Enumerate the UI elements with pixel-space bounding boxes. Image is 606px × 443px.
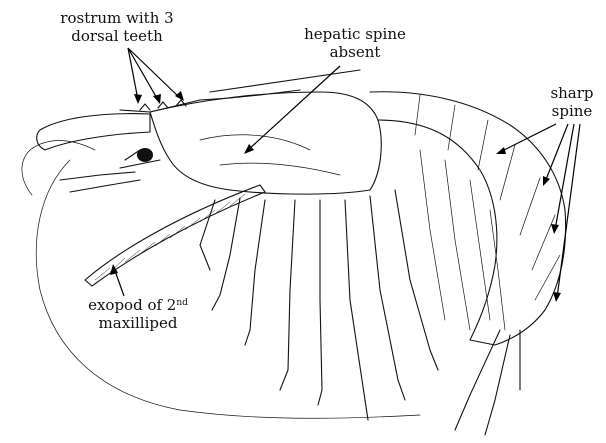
rostrum-label-line2: dorsal teeth bbox=[52, 27, 182, 45]
carapace bbox=[150, 92, 381, 194]
rostrum-label-line1: rostrum with 3 bbox=[52, 9, 182, 27]
sharp-spine-label: sharp spine bbox=[538, 84, 606, 120]
antenna-flagellum-2 bbox=[22, 141, 95, 195]
hepatic-spine-label: hepatic spine absent bbox=[300, 25, 410, 61]
exopod-label: exopod of 2nd maxilliped bbox=[68, 296, 208, 332]
antennule bbox=[60, 172, 140, 192]
exopod-label-text: exopod of 2 bbox=[88, 296, 176, 314]
rostrum bbox=[120, 70, 360, 112]
antennal-scale bbox=[37, 114, 150, 150]
sharp-label-line2: spine bbox=[538, 102, 606, 120]
pereiopods bbox=[200, 190, 438, 420]
rostrum-label: rostrum with 3 dorsal teeth bbox=[52, 9, 182, 45]
tail-fan bbox=[455, 330, 520, 435]
hepatic-label-line2: absent bbox=[300, 43, 410, 61]
pleopods bbox=[420, 150, 505, 330]
hepatic-label-line1: hepatic spine bbox=[300, 25, 410, 43]
exopod-label-line1: exopod of 2nd bbox=[68, 296, 208, 314]
annotation-arrows bbox=[110, 48, 580, 302]
exopod-label-sup: nd bbox=[176, 298, 188, 308]
carapace-groove bbox=[200, 135, 340, 175]
sharp-label-line1: sharp bbox=[538, 84, 606, 102]
exopod-label-line2: maxilliped bbox=[68, 314, 208, 332]
